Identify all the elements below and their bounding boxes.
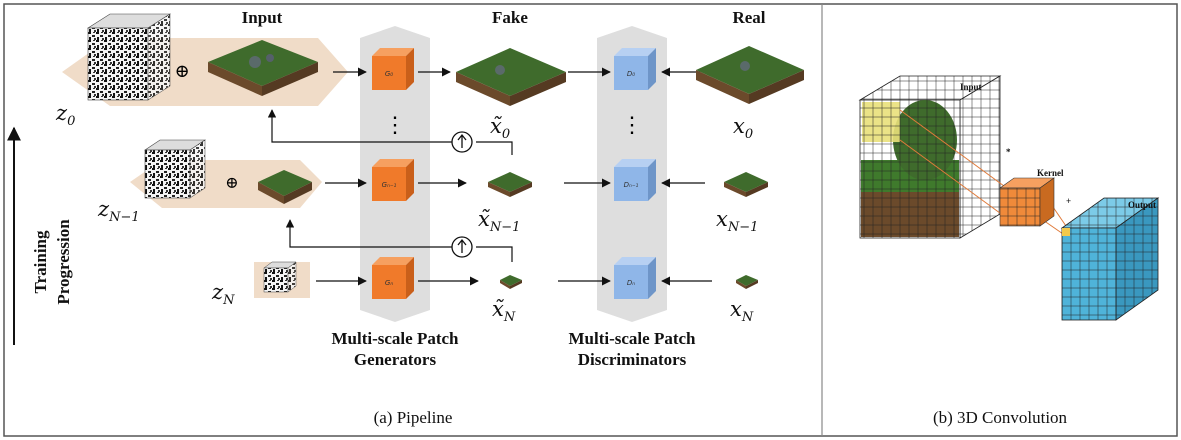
svg-text:D₀: D₀ (627, 70, 635, 78)
generator-caption-1: Multi-scale Patch (332, 329, 460, 348)
noise-volume-icon (144, 139, 206, 199)
discriminator-caption-2: Discriminators (578, 350, 687, 369)
output-voxel-highlight (1062, 228, 1070, 236)
row-scale-n-1: ⊕ zN−1 Gₙ₋₁ (97, 139, 768, 235)
generator-g0: G₀ (372, 48, 414, 90)
svg-text:Gₙ₋₁: Gₙ₋₁ (382, 181, 397, 189)
svg-text:Gₙ: Gₙ (385, 279, 393, 287)
figure-frame (3, 3, 1178, 437)
discriminator-caption-1: Multi-scale Patch (569, 329, 697, 348)
label-zn: zN (211, 280, 235, 308)
generator-gn: Gₙ (372, 257, 414, 299)
terrain-block-icon (208, 40, 318, 96)
generator-gn-1: Gₙ₋₁ (372, 159, 414, 201)
svg-text:Dₙ₋₁: Dₙ₋₁ (624, 181, 639, 189)
row-scale-n: zN Gₙ Dₙ (211, 257, 758, 325)
fake-terrain-n (500, 275, 522, 289)
label-xn-real: xN (730, 297, 754, 325)
noise-volume-icon (263, 261, 297, 293)
label-z0: z0 (55, 101, 75, 129)
discriminator-d0: D₀ (614, 48, 656, 90)
discriminator-dn: Dₙ (614, 257, 656, 299)
upsample-feedback-2 (285, 219, 513, 262)
convolution-caption: (b) 3D Convolution (933, 408, 1068, 427)
op-convolve-icon: * (1006, 147, 1011, 157)
conv-label-input: Input (960, 82, 982, 92)
row-scale-0: ⊕ z0 G₀ (55, 13, 804, 142)
real-terrain-n (736, 275, 758, 289)
convolution-panel: Input * Kernel + Output (b) 3D Convoluti… (858, 75, 1160, 427)
upsample-feedback-1 (267, 109, 513, 155)
fake-terrain-n-1 (488, 172, 532, 197)
label-zn-1: zN−1 (97, 197, 140, 225)
input-volume (858, 75, 1002, 239)
conv-label-kernel: Kernel (1037, 168, 1064, 178)
progression-label-1: Training (31, 230, 50, 293)
kernel-cube (999, 177, 1055, 227)
circle-plus-icon: ⊕ (174, 61, 189, 82)
svg-text:G₀: G₀ (385, 70, 393, 78)
header-real: Real (732, 8, 765, 27)
training-progression: Training Progression (6, 126, 73, 345)
output-cube (1060, 197, 1160, 321)
label-xn-1-real: xN−1 (716, 207, 758, 235)
generator-caption-2: Generators (354, 350, 437, 369)
conv-label-output: Output (1128, 200, 1156, 210)
label-xn-1-fake: x̃N−1 (478, 207, 520, 235)
noise-volume-icon (86, 13, 172, 101)
svg-text:Dₙ: Dₙ (627, 279, 635, 287)
progression-label-2: Progression (54, 219, 73, 305)
terrain-block-icon (258, 170, 312, 204)
label-xn-fake: x̃N (492, 297, 516, 325)
label-x0-fake: x̃0 (490, 114, 510, 142)
header-fake: Fake (492, 8, 528, 27)
label-x0-real: x0 (733, 114, 753, 142)
fake-terrain-0 (456, 48, 566, 106)
discriminator-dn-1: Dₙ₋₁ (614, 159, 656, 201)
generator-vdots: ⋮ (384, 113, 406, 138)
real-terrain-0 (696, 46, 804, 104)
header-input: Input (242, 8, 283, 27)
pipeline-panel: Input Fake Real Training Progression ⊕ (6, 8, 804, 427)
discriminator-vdots: ⋮ (621, 113, 643, 138)
circle-plus-icon: ⊕ (225, 173, 238, 192)
real-terrain-n-1 (724, 172, 768, 197)
pipeline-caption: (a) Pipeline (374, 408, 453, 427)
op-add-icon: + (1066, 196, 1071, 206)
